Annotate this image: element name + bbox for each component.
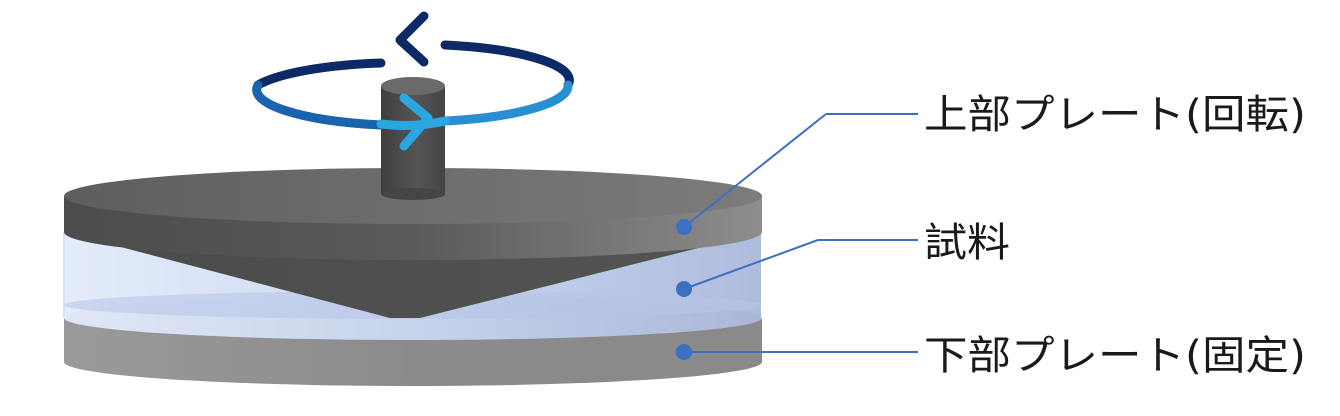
label-sample: 試料 (924, 220, 1010, 266)
callout-upper-plate: 上部プレート(回転) (676, 92, 1306, 235)
callout-lower-plate: 下部プレート(固定) (676, 333, 1306, 379)
leader-line-sample (683, 239, 819, 290)
leader-dot-upper (676, 219, 692, 235)
label-upper-plate: 上部プレート(回転) (924, 92, 1306, 138)
leader-line-upper (683, 113, 827, 228)
rotation-arrow-icon (252, 11, 574, 151)
upper-plate (64, 168, 762, 318)
leader-dot-sample (676, 281, 692, 297)
leader-dot-lower (676, 344, 692, 360)
label-lower-plate: 下部プレート(固定) (924, 333, 1306, 379)
callout-sample: 試料 (676, 220, 1010, 297)
